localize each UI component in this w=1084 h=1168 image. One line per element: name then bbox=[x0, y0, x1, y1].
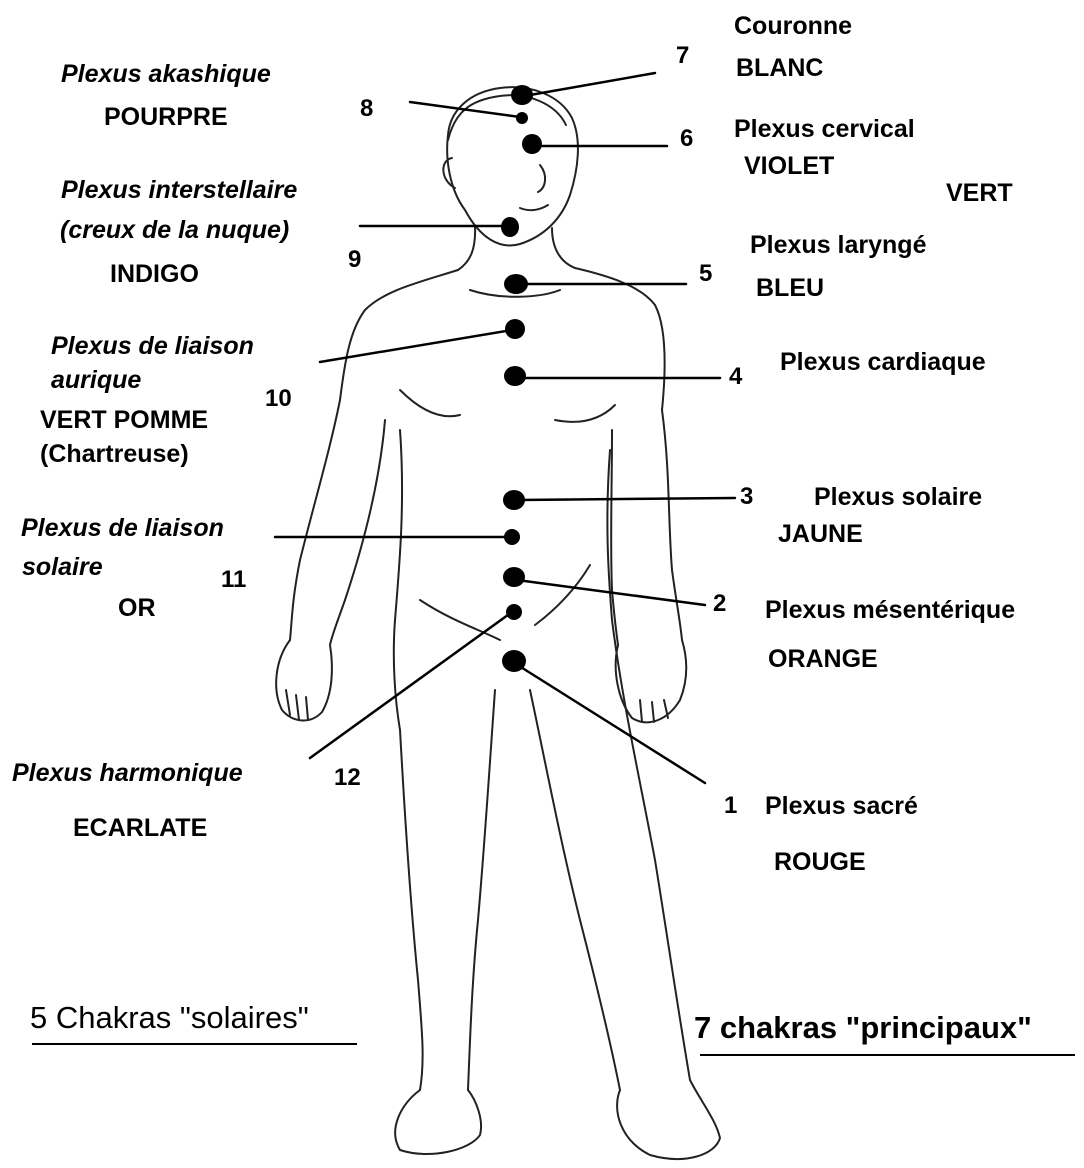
label-num-2: 2 bbox=[713, 592, 726, 616]
right-arm bbox=[662, 410, 682, 640]
leader-line-12 bbox=[310, 612, 512, 758]
label-num-8: 8 bbox=[360, 97, 373, 121]
label-plexus-1: Plexus sacré bbox=[765, 794, 918, 819]
left-title: 5 Chakras "solaires" bbox=[30, 1002, 309, 1033]
label-color-10-line2: (Chartreuse) bbox=[40, 442, 189, 467]
label-plexus-3: Plexus solaire bbox=[814, 485, 982, 510]
label-color-9: INDIGO bbox=[110, 262, 199, 287]
label-plexus-9-line2: (creux de la nuque) bbox=[60, 218, 289, 243]
left-foot bbox=[395, 1090, 481, 1154]
chakra-dot-6 bbox=[522, 134, 542, 154]
label-color-1: ROUGE bbox=[774, 850, 866, 875]
label-plexus-11: Plexus de liaison bbox=[21, 516, 224, 541]
label-num-10: 10 bbox=[265, 387, 292, 411]
left-shoulder bbox=[340, 270, 458, 400]
chakra-dot-8 bbox=[516, 112, 528, 124]
label-color-6: VIOLET bbox=[744, 154, 834, 179]
label-plexus-6: Plexus cervical bbox=[734, 117, 915, 142]
leader-line-1 bbox=[516, 664, 705, 783]
label-plexus-4: Plexus cardiaque bbox=[780, 350, 986, 375]
chakra-dot-1 bbox=[502, 650, 526, 672]
label-plexus-11-line2: solaire bbox=[22, 555, 103, 580]
leader-line-8 bbox=[410, 102, 520, 117]
label-color-3: JAUNE bbox=[778, 522, 863, 547]
left-hand bbox=[276, 640, 332, 720]
label-plexus-5: Plexus laryngé bbox=[750, 233, 926, 258]
chakra-dot-12 bbox=[506, 604, 522, 620]
label-color-11: OR bbox=[118, 596, 156, 621]
label-num-1: 1 bbox=[724, 794, 737, 818]
chakra-dot-10 bbox=[505, 319, 525, 339]
label-num-7: 7 bbox=[676, 44, 689, 68]
chakra-dot-9 bbox=[501, 217, 519, 237]
chakra-dot-2 bbox=[503, 567, 525, 587]
label-num-3: 3 bbox=[740, 485, 753, 509]
label-color-12: ECARLATE bbox=[73, 816, 207, 841]
chakra-dot-7 bbox=[511, 85, 533, 105]
chakra-dot-11 bbox=[504, 529, 520, 545]
label-plexus-8: Plexus akashique bbox=[61, 62, 271, 87]
label-num-11: 11 bbox=[221, 568, 246, 592]
label-color-2: ORANGE bbox=[768, 647, 878, 672]
right-shoulder bbox=[575, 268, 665, 410]
chakra-dot-4 bbox=[504, 366, 526, 386]
left-leg bbox=[400, 730, 423, 1090]
label-plexus-10-line2: aurique bbox=[51, 368, 141, 393]
label-num-5: 5 bbox=[699, 262, 712, 286]
left-arm bbox=[290, 400, 340, 640]
label-color-7: BLANC bbox=[736, 56, 824, 81]
leader-line-7 bbox=[530, 73, 655, 95]
label-color-10: VERT POMME bbox=[40, 408, 208, 433]
right-foot bbox=[617, 1080, 720, 1159]
label-color-8: POURPRE bbox=[104, 105, 228, 130]
label-num-9: 9 bbox=[348, 248, 361, 272]
label-num-12: 12 bbox=[334, 766, 361, 790]
label-plexus-2: Plexus mésentérique bbox=[765, 598, 1015, 623]
label-plexus-10: Plexus de liaison bbox=[51, 334, 254, 359]
label-color-5: BLEU bbox=[756, 276, 824, 301]
leader-line-3 bbox=[518, 498, 735, 500]
chakra-dot-5 bbox=[504, 274, 528, 294]
label-num-6: 6 bbox=[680, 127, 693, 151]
right-title: 7 chakras "principaux" bbox=[694, 1012, 1032, 1043]
label-num-4: 4 bbox=[729, 365, 742, 389]
label-plexus-9: Plexus interstellaire bbox=[61, 178, 297, 203]
label-plexus-7: Couronne bbox=[734, 14, 852, 39]
label-color-4: VERT bbox=[946, 181, 1013, 206]
right-leg bbox=[612, 620, 690, 1080]
label-plexus-12: Plexus harmonique bbox=[12, 761, 243, 786]
chakra-dot-3 bbox=[503, 490, 525, 510]
